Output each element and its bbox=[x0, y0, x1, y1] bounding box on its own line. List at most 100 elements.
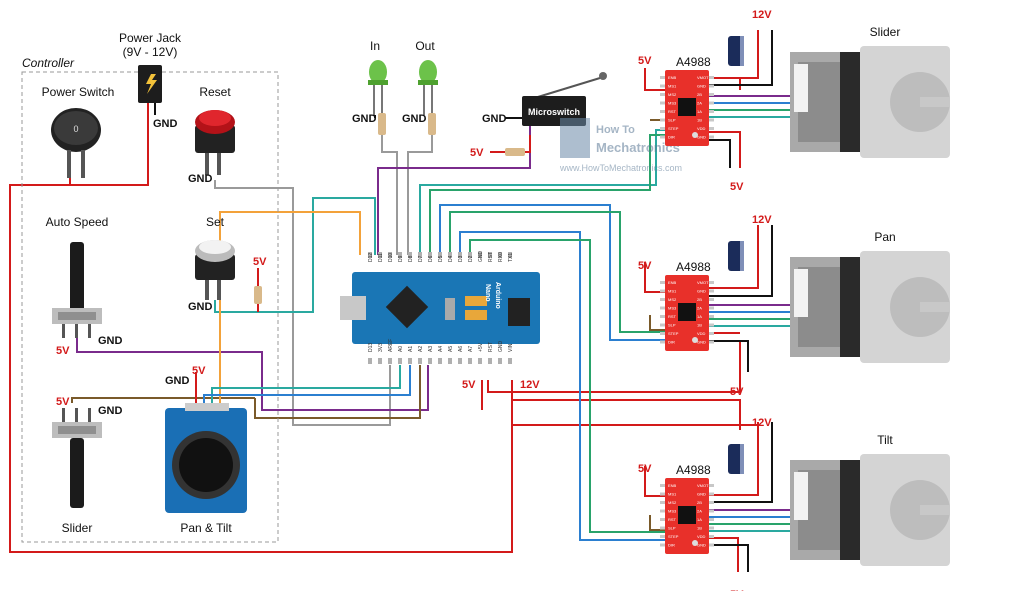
driver-pin bbox=[709, 501, 714, 504]
driver-pin bbox=[660, 492, 665, 496]
slider-pot-title: Slider bbox=[62, 521, 93, 535]
led-in-body bbox=[369, 60, 387, 84]
arduino-chip bbox=[385, 285, 429, 329]
driver-pin-label: MS3 bbox=[668, 306, 677, 311]
driver-pin-label: RST bbox=[668, 109, 677, 114]
driver-pin-label: DIR bbox=[668, 135, 675, 140]
driver-pin bbox=[709, 323, 714, 327]
slider-pot: 5V GND Slider bbox=[52, 396, 123, 535]
driver-pin bbox=[660, 281, 665, 284]
joystick: GND 5V Pan & Tilt bbox=[165, 365, 247, 535]
lightning-icon bbox=[146, 74, 157, 94]
arduino-pin-header bbox=[368, 252, 372, 258]
wire-d1-dir bbox=[419, 129, 665, 255]
arduino-bottom-pin-label: A0 bbox=[398, 346, 404, 352]
driver-5v-bottom: 5V bbox=[730, 181, 744, 193]
set-resistor bbox=[254, 286, 262, 304]
driver-pin-label: RST bbox=[668, 517, 677, 522]
arduino-top-pin-label: GND bbox=[478, 251, 484, 263]
driver-pin-label: VMOT bbox=[697, 280, 709, 285]
slider-pot-gnd: GND bbox=[98, 405, 123, 417]
driver-pin bbox=[660, 84, 665, 88]
arduino-pin-header bbox=[438, 252, 442, 258]
wire-joy-y bbox=[203, 365, 411, 405]
driver-5v: 5V bbox=[638, 463, 652, 475]
driver-pin-label: GND bbox=[697, 543, 706, 548]
arduino-pin-header bbox=[388, 252, 392, 258]
driver-pin-label: ENB bbox=[668, 280, 677, 285]
microswitch-label: Microswitch bbox=[528, 107, 580, 117]
led-out-gnd: GND bbox=[402, 113, 427, 125]
arduino-pin-header bbox=[378, 358, 382, 364]
power-jack-gnd: GND bbox=[153, 118, 178, 130]
driver-pin bbox=[660, 93, 665, 96]
driver-pin bbox=[709, 492, 714, 496]
driver-tilt: A49885VENBMS1MS2MS3RSTSLPSTEPDIRVMOTGND2… bbox=[638, 417, 950, 591]
wire-ms-5v bbox=[490, 135, 531, 153]
slider-pot-pin-3 bbox=[88, 408, 91, 422]
set-pin-2 bbox=[217, 280, 221, 300]
driver-pin-label: MS3 bbox=[668, 509, 677, 514]
led-in-label: In bbox=[370, 39, 380, 53]
arduino-top-pin-label: D3 bbox=[458, 255, 464, 262]
arduino-pin-header bbox=[418, 358, 422, 364]
wire-slider-pot bbox=[71, 397, 255, 403]
led-in-resistor bbox=[378, 113, 386, 135]
wire-d2-step bbox=[449, 211, 665, 333]
wire-power-main bbox=[9, 95, 513, 553]
driver-pin bbox=[660, 535, 665, 538]
driver-pin bbox=[709, 289, 714, 293]
driver-pin bbox=[709, 76, 714, 79]
driver-pin-label: 2B bbox=[697, 297, 702, 302]
stepper-motor-pan: Pan bbox=[790, 230, 950, 363]
driver-pin bbox=[660, 323, 665, 327]
driver-pin bbox=[660, 298, 665, 301]
arduino-pin-header bbox=[458, 252, 462, 258]
joystick-5v: 5V bbox=[192, 365, 206, 377]
driver-pin-label: VDD bbox=[697, 126, 706, 131]
drivers: A49885VENBMS1MS2MS3RSTSLPSTEPDIRVMOTGND2… bbox=[638, 9, 950, 591]
arduino-top-pin-label: RX0 bbox=[498, 252, 504, 262]
power-jack-subtitle: (9V - 12V) bbox=[123, 45, 178, 59]
microswitch-roller bbox=[599, 72, 607, 80]
power-jack: Power Jack (9V - 12V) GND bbox=[119, 31, 182, 130]
arduino-bottom-pin-label: A6 bbox=[458, 346, 464, 352]
driver-pin-label: GND bbox=[697, 492, 706, 497]
microswitch-resistor bbox=[505, 148, 525, 156]
driver-pin-label: VMOT bbox=[697, 75, 709, 80]
power-switch-pin-1 bbox=[67, 150, 71, 178]
arduino-pin-header bbox=[488, 358, 492, 364]
arduino-pin-header bbox=[498, 252, 502, 258]
arduino-pin-header bbox=[448, 358, 452, 364]
arduino-top-pin-label: D9 bbox=[398, 255, 404, 262]
arduino-pin-header bbox=[428, 358, 432, 364]
arduino-top-pin-label: D6 bbox=[428, 255, 434, 262]
driver-pin bbox=[709, 84, 714, 88]
led-out-resistor bbox=[428, 113, 436, 135]
led-in-rim bbox=[368, 80, 388, 85]
arduino-5v: 5V bbox=[462, 379, 476, 391]
arduino-pin-header bbox=[508, 358, 512, 364]
arduino-bottom-pin-label: A4 bbox=[438, 346, 444, 352]
driver-pin-label: 1A bbox=[697, 517, 702, 522]
driver-pin bbox=[660, 306, 665, 310]
driver-pin bbox=[709, 484, 714, 487]
driver-pin-label: 1B bbox=[697, 526, 702, 531]
driver-pin bbox=[660, 76, 665, 79]
power-switch-title: Power Switch bbox=[42, 85, 115, 99]
arduino-top-pin-label: D7 bbox=[418, 255, 424, 262]
arduino-bottom-pin-label: AREF bbox=[388, 339, 394, 352]
arduino-top-pin-label: D5 bbox=[438, 255, 444, 262]
driver-chip bbox=[678, 303, 696, 321]
watermark-line2: Mechatronics bbox=[596, 140, 680, 155]
driver-pin-label: 1B bbox=[697, 323, 702, 328]
reset-button: Reset GND bbox=[188, 85, 235, 185]
motor-connector bbox=[794, 472, 808, 520]
arduino-usb bbox=[340, 296, 366, 320]
driver-5v-bottom: 5V bbox=[730, 589, 744, 591]
arduino-12v: 12V bbox=[520, 379, 540, 391]
driver-pin-label: STEP bbox=[668, 534, 679, 539]
driver-pin bbox=[660, 484, 665, 487]
arduino-bottom-pin-label: 3V3 bbox=[378, 343, 384, 352]
